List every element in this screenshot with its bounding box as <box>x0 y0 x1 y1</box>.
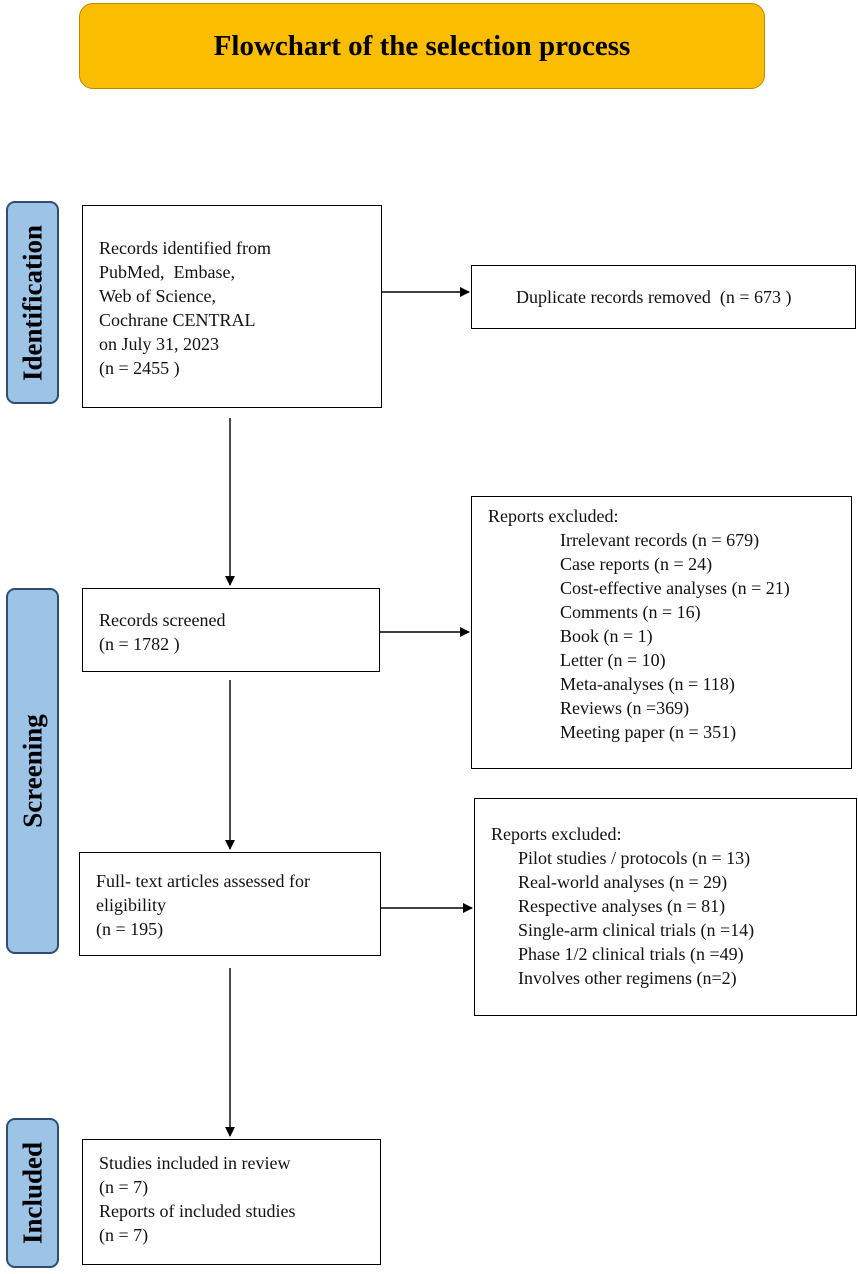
identified-line-1: Records identified from <box>99 238 271 258</box>
excluded-screening-list: Irrelevant records (n = 679) Case report… <box>488 528 851 744</box>
identified-line-4: Cochrane CENTRAL <box>99 310 256 330</box>
fulltext-line-1: Full- text articles assessed for <box>96 871 310 891</box>
included-line-1: Studies included in review <box>99 1153 291 1173</box>
list-item: Letter (n = 10) <box>560 650 666 670</box>
excluded-screening-box: Reports excluded: Irrelevant records (n … <box>471 496 852 769</box>
included-line-3: Reports of included studies <box>99 1201 296 1221</box>
list-item: Book (n = 1) <box>560 626 653 646</box>
list-item: Respective analyses (n = 81) <box>518 896 726 916</box>
included-line-4: (n = 7) <box>99 1225 149 1245</box>
page-title: Flowchart of the selection process <box>213 29 631 62</box>
identified-line-2: PubMed, Embase, <box>99 262 235 282</box>
list-item: Cost-effective analyses (n = 21) <box>560 578 790 598</box>
excluded-screening-heading: Reports excluded: <box>488 506 619 526</box>
included-studies-box: Studies included in review (n = 7) Repor… <box>82 1139 381 1265</box>
stage-identification: Identification <box>6 201 59 404</box>
duplicates-removed-box: Duplicate records removed (n = 673 ) <box>471 265 856 329</box>
excluded-fulltext-list: Pilot studies / protocols (n = 13) Real-… <box>491 846 856 990</box>
list-item: Comments (n = 16) <box>560 602 701 622</box>
screened-line-1: Records screened <box>99 610 226 630</box>
duplicates-text: Duplicate records removed (n = 673 ) <box>516 287 792 307</box>
title-banner: Flowchart of the selection process <box>79 3 765 89</box>
excluded-fulltext-box: Reports excluded: Pilot studies / protoc… <box>474 798 857 1016</box>
excluded-fulltext-heading: Reports excluded: <box>491 824 622 844</box>
list-item: Phase 1/2 clinical trials (n =49) <box>518 944 744 964</box>
list-item: Single-arm clinical trials (n =14) <box>518 920 755 940</box>
list-item: Case reports (n = 24) <box>560 554 713 574</box>
identified-line-6: (n = 2455 ) <box>99 358 180 378</box>
list-item: Reviews (n =369) <box>560 698 690 718</box>
identified-line-5: on July 31, 2023 <box>99 334 220 354</box>
stage-screening: Screening <box>6 588 59 954</box>
screened-line-2: (n = 1782 ) <box>99 634 180 654</box>
list-item: Meta-analyses (n = 118) <box>560 674 735 694</box>
list-item: Irrelevant records (n = 679) <box>560 530 760 550</box>
identified-line-3: Web of Science, <box>99 286 216 306</box>
list-item: Pilot studies / protocols (n = 13) <box>518 848 751 868</box>
fulltext-line-2: eligibility <box>96 895 166 915</box>
included-line-2: (n = 7) <box>99 1177 149 1197</box>
list-item: Involves other regimens (n=2) <box>518 968 737 988</box>
records-identified-box: Records identified from PubMed, Embase, … <box>82 205 382 408</box>
fulltext-assessed-box: Full- text articles assessed for eligibi… <box>79 852 381 956</box>
stage-included: Included <box>6 1118 59 1268</box>
list-item: Real-world analyses (n = 29) <box>518 872 728 892</box>
fulltext-line-3: (n = 195) <box>96 919 164 939</box>
records-screened-box: Records screened (n = 1782 ) <box>82 588 380 672</box>
list-item: Meeting paper (n = 351) <box>560 722 737 742</box>
